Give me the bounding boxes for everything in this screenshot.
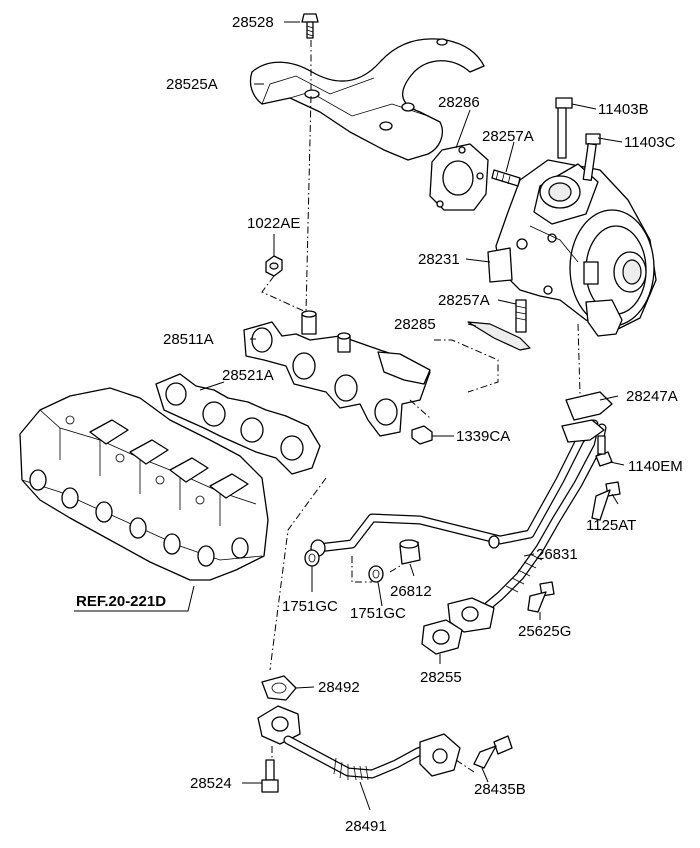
callout-1022ae: 1022AE [247, 215, 300, 232]
callout-28492: 28492 [318, 679, 360, 696]
gasket-28255 [421, 619, 463, 655]
washer-1751gc-left [304, 549, 320, 567]
callout-1125at: 1125AT [586, 517, 636, 534]
gasket-28285 [467, 321, 531, 351]
nut-1339ca [411, 425, 433, 445]
bolt-28435b [473, 735, 513, 769]
callout-28435b: 28435B [474, 781, 526, 798]
callout-28286: 28286 [438, 94, 480, 111]
reference-label: REF.20-221D [76, 593, 166, 610]
banjo-bolt-26812 [399, 539, 421, 565]
gasket-28286 [429, 143, 489, 211]
bolt-25625g [527, 581, 555, 613]
bolt-11403c [582, 133, 601, 182]
callout-1751gc-right: 1751GC [350, 605, 406, 622]
stud-28257a-lower [515, 299, 527, 333]
callout-28491: 28491 [345, 818, 387, 835]
callout-28285: 28285 [394, 316, 436, 333]
callout-28255: 28255 [420, 669, 462, 686]
callout-11403b: 11403B [598, 101, 649, 118]
manifold-gasket [155, 373, 321, 475]
callout-26812: 26812 [390, 583, 432, 600]
callout-28257a-upper: 28257A [482, 128, 534, 145]
oil-return-pipe [257, 675, 461, 781]
exhaust-manifold [243, 310, 431, 437]
callout-26831: 26831 [536, 546, 578, 563]
callout-25625g: 25625G [518, 623, 571, 640]
callout-28247a: 28247A [626, 388, 678, 405]
callout-28521a: 28521A [222, 367, 274, 384]
callout-labels: 28528 28525A 28286 11403B 28257A 11403C … [76, 14, 683, 835]
bolt-28524 [261, 759, 279, 793]
callout-28231: 28231 [418, 251, 460, 268]
callout-28511a: 28511A [163, 331, 214, 348]
assembly-centerlines [261, 40, 581, 773]
callout-1140em: 1140EM [628, 458, 683, 475]
callout-28525a: 28525A [166, 76, 218, 93]
turbocharger [487, 159, 657, 337]
oil-feed-pipe [310, 391, 613, 633]
washer-1751gc-right [368, 565, 384, 583]
callout-1751gc-left: 1751GC [282, 598, 338, 615]
bolt-1140em [595, 435, 613, 467]
heat-shield [249, 38, 485, 161]
bolt-28528 [301, 13, 319, 39]
bolt-11403b [555, 97, 573, 159]
stud-28257a-upper [491, 169, 521, 187]
callout-28524: 28524 [190, 775, 232, 792]
callout-11403c: 11403C [624, 134, 676, 151]
callout-1339ca: 1339CA [456, 428, 510, 445]
callout-28257a-lower: 28257A [438, 292, 490, 309]
leader-lines [74, 21, 625, 811]
nut-1022ae [265, 255, 283, 277]
cylinder-head [19, 387, 269, 581]
callout-28528: 28528 [232, 14, 274, 31]
bolt-1125at [591, 481, 621, 521]
